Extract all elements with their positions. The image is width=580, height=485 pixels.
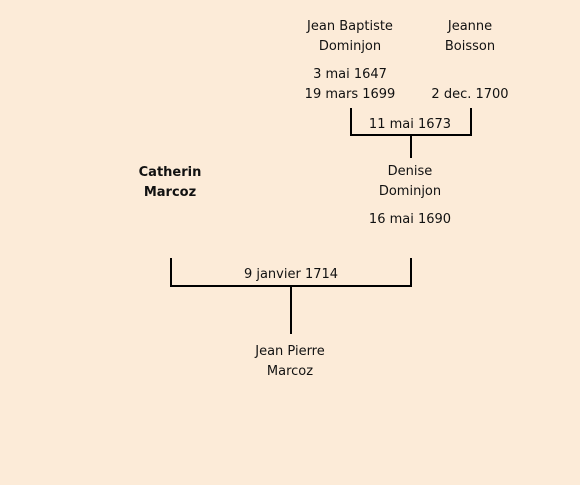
- birth-date: 16 mai 1690: [368, 212, 452, 227]
- first-name: Denise: [387, 164, 433, 179]
- death-date: 19 mars 1699: [304, 87, 396, 102]
- first-name: Jean Baptiste: [307, 19, 393, 34]
- marriage-date: 9 janvier 1714: [243, 267, 339, 282]
- marriage-line: [170, 285, 412, 287]
- descent-line: [410, 136, 412, 158]
- last-name: Dominjon: [318, 39, 382, 54]
- connector-right: [410, 258, 412, 287]
- first-name: Catherin: [138, 165, 202, 180]
- descent-line: [290, 287, 292, 334]
- last-name: Boisson: [444, 39, 496, 54]
- last-name: Marcoz: [266, 364, 314, 379]
- first-name: Jean Pierre: [255, 344, 325, 359]
- last-name: Dominjon: [378, 184, 442, 199]
- marriage-date: 11 mai 1673: [368, 117, 452, 132]
- connector-right: [470, 108, 472, 136]
- connector-left: [350, 108, 352, 136]
- connector-left: [170, 258, 172, 287]
- first-name: Jeanne: [447, 19, 493, 34]
- birth-date: 3 mai 1647: [313, 67, 387, 82]
- marriage-line: [350, 134, 472, 136]
- death-date: 2 dec. 1700: [431, 87, 509, 102]
- last-name: Marcoz: [143, 185, 197, 200]
